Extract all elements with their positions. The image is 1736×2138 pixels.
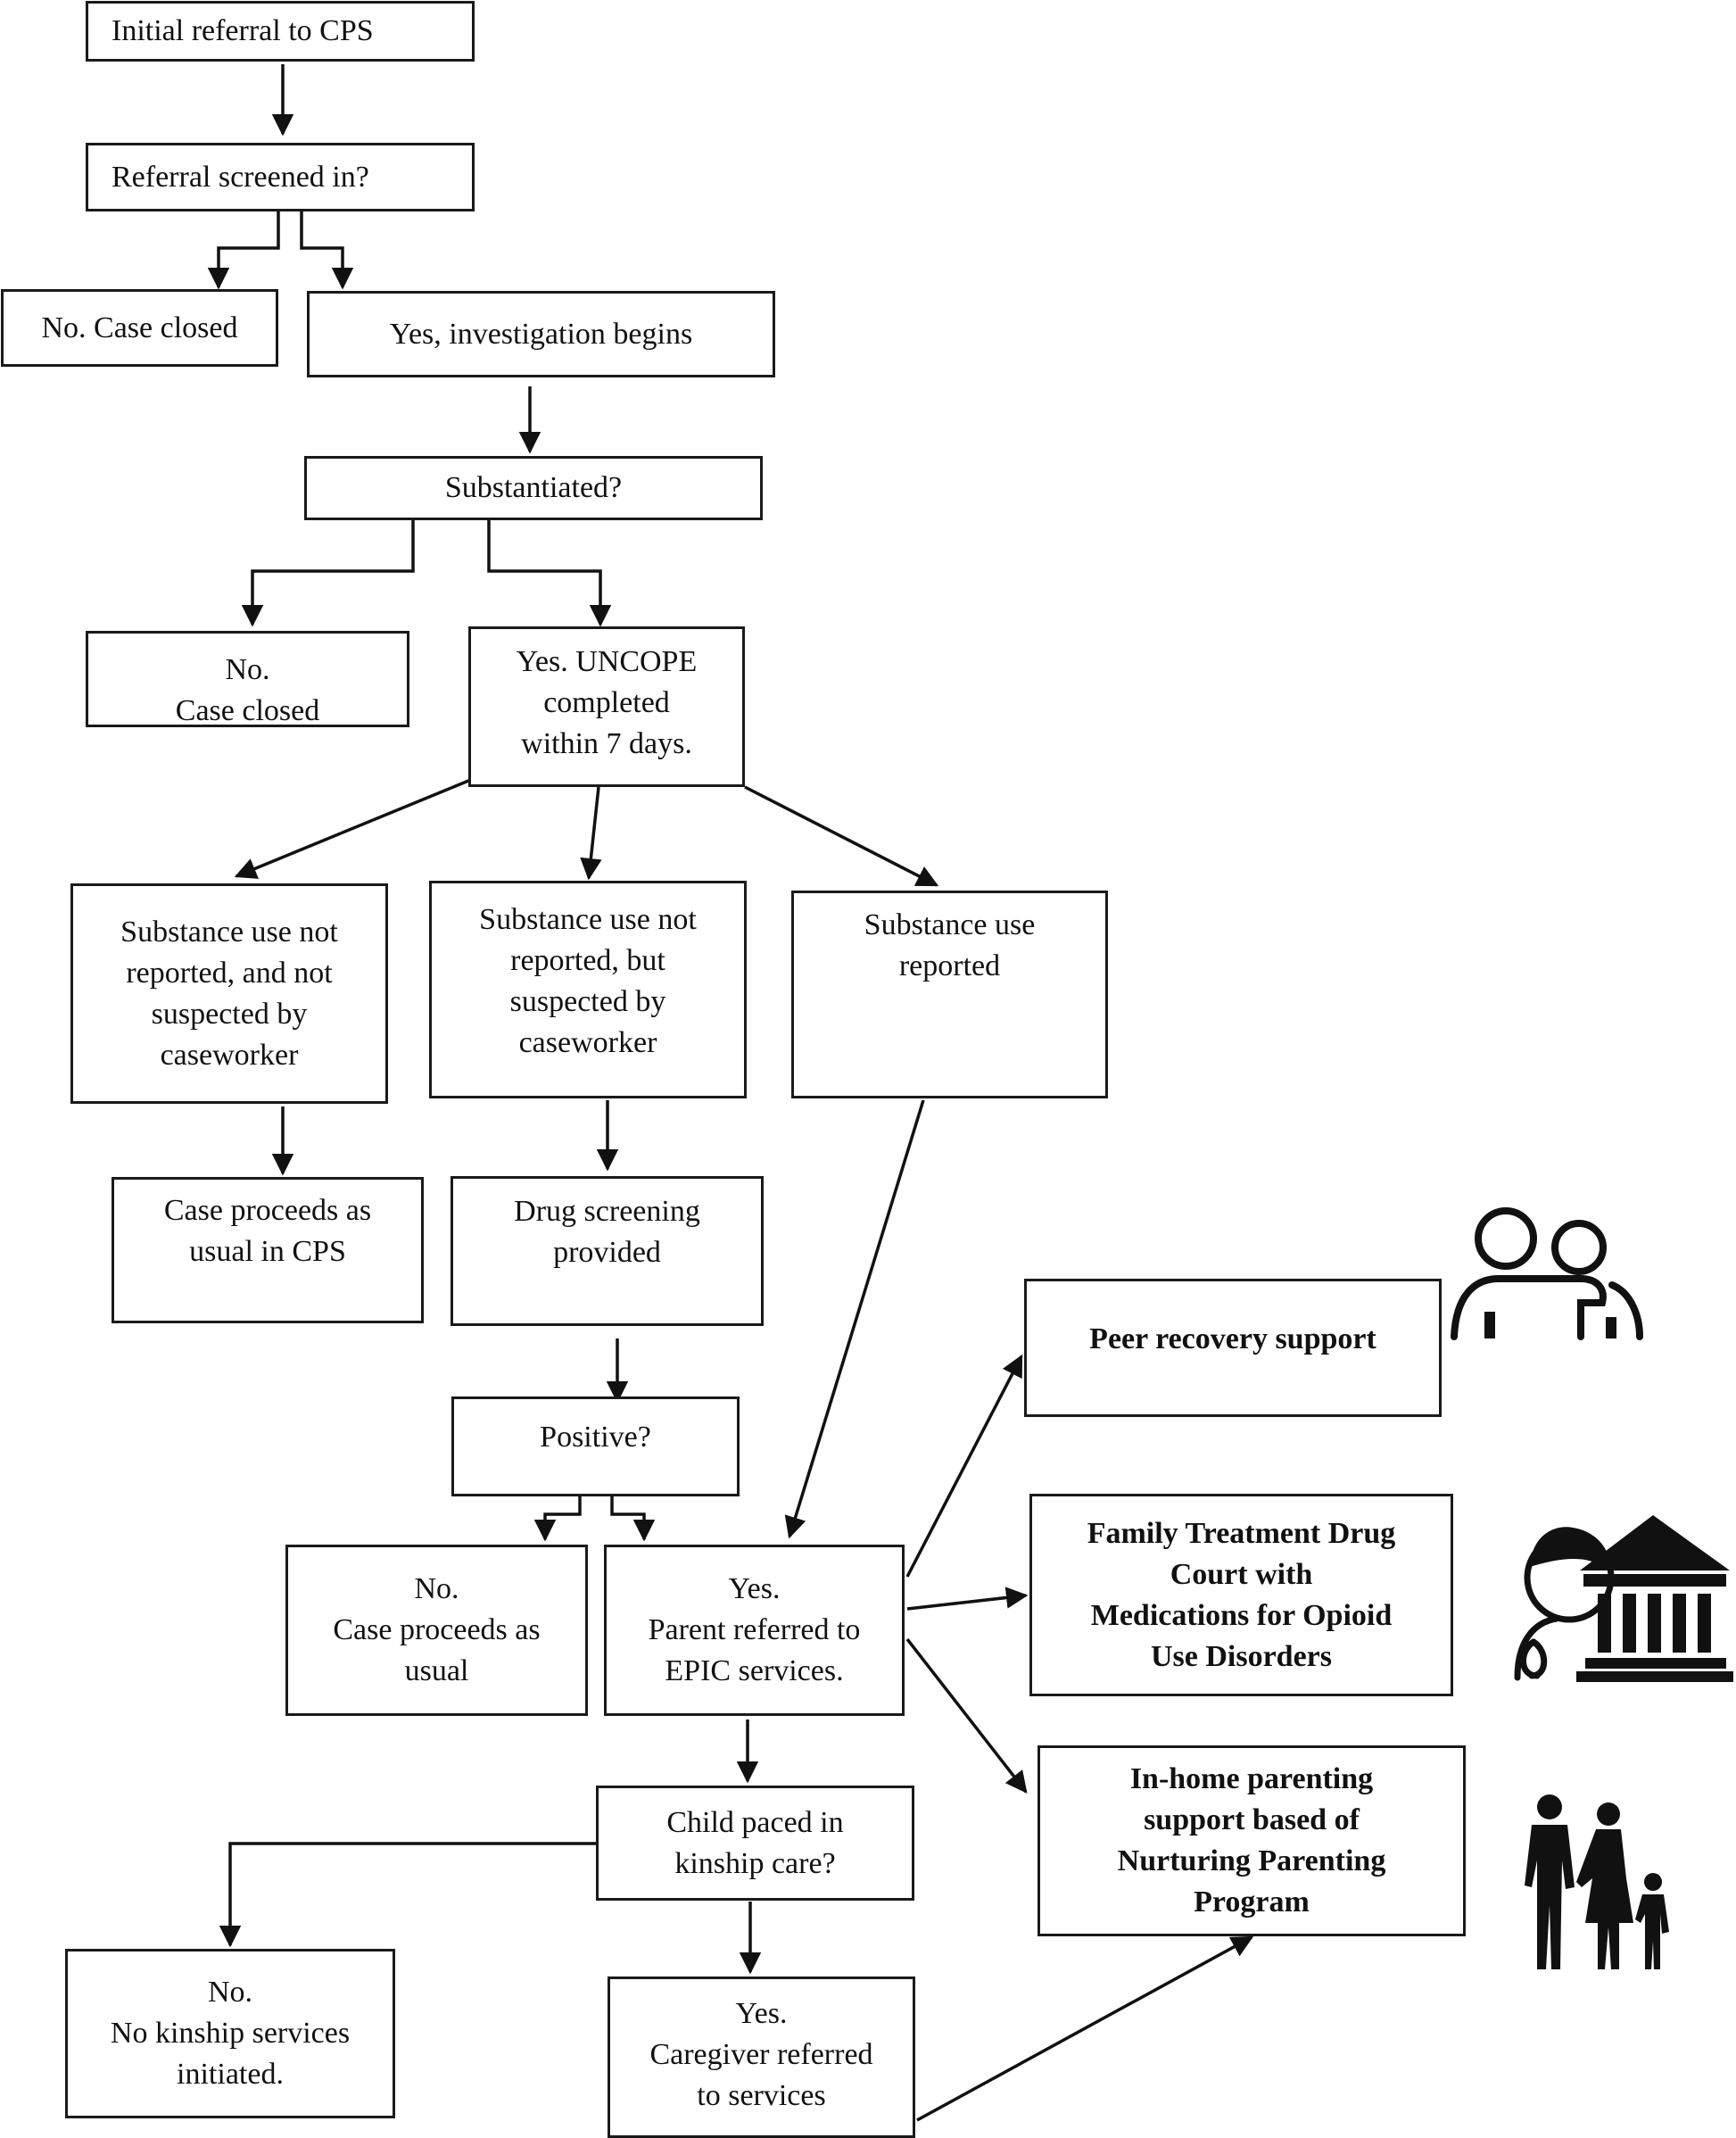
node-not-reported-not-suspected: Substance use not reported, and not suspec…: [70, 883, 388, 1104]
node-substance-reported: Substance use reported: [791, 891, 1108, 1098]
node-text-line: Case proceeds as: [163, 1194, 372, 1227]
node-text-line: Medications for Opioid: [1090, 1598, 1393, 1632]
node-text-line: reported: [898, 949, 1001, 982]
node-text-line: Yes.: [728, 1572, 781, 1605]
node-peer-recovery-support: Peer recovery support: [1024, 1279, 1442, 1417]
node-text-line: Court with: [1170, 1557, 1313, 1591]
arrow-screened-to-yes: [300, 210, 354, 290]
node-positive-no: No. Case proceeds as usual: [285, 1545, 588, 1716]
arrow-kinship-to-no: [219, 1842, 596, 1948]
node-caregiver-referred: Yes. Caregiver referred to services: [608, 1976, 915, 2138]
node-text-line: Use Disorders: [1150, 1639, 1333, 1673]
node-kinship-care: Child paced in kinship care?: [596, 1786, 914, 1901]
node-not-reported-suspected: Substance use not reported, but suspected …: [429, 881, 747, 1098]
node-text-line: suspected by: [151, 997, 308, 1031]
arrow-yes-to-peer: [905, 1354, 1023, 1578]
node-case-proceeds-cps: Case proceeds as usual in CPS: [112, 1177, 424, 1323]
node-initial-referral: Initial referral to CPS: [86, 1, 475, 62]
node-text-line: initiated.: [177, 2058, 284, 2091]
node-text-line: Referral screened in?: [112, 160, 369, 194]
node-text-line: Case closed: [175, 694, 320, 727]
node-text-line: usual: [404, 1654, 469, 1687]
node-text-line: Child paced in: [666, 1805, 844, 1839]
node-text-line: No.: [225, 653, 270, 686]
node-screened-no: No. Case closed: [1, 289, 278, 367]
node-kinship-no: No. No kinship services initiated.: [65, 1949, 395, 2118]
node-uncope: Yes. UNCOPE completed within 7 days.: [468, 626, 745, 787]
node-text-line: reported, but: [510, 944, 665, 977]
node-text-line: Yes, investigation begins: [389, 317, 693, 351]
arrow-caregiver-to-parenting: [916, 1935, 1254, 2122]
node-text-line: reported, and not: [126, 956, 333, 990]
node-text-line: Family Treatment Drug: [1087, 1516, 1396, 1550]
node-text-line: Caregiver referred: [649, 2038, 873, 2071]
node-text-line: Nurturing Parenting: [1117, 1844, 1386, 1877]
node-text-line: Initial referral to CPS: [112, 14, 374, 47]
node-text-line: Yes.: [735, 1997, 788, 2030]
node-text-line: support based of: [1144, 1803, 1360, 1836]
node-text-line: completed: [543, 686, 670, 719]
node-substantiated: Substantiated?: [304, 456, 763, 520]
node-text-line: Program: [1194, 1885, 1310, 1918]
node-investigation-begins: Yes, investigation begins: [307, 291, 775, 377]
node-in-home-parenting: In-home parenting support based of Nurturi…: [1037, 1745, 1466, 1936]
node-text-line: Case proceeds as: [333, 1613, 541, 1646]
arrow-yes-to-court: [906, 1587, 1029, 1611]
node-text-line: Yes. UNCOPE: [516, 645, 698, 678]
node-text-line: Parent referred to: [648, 1613, 861, 1646]
node-text-line: No kinship services: [110, 2017, 351, 2050]
node-text-line: No. Case closed: [41, 311, 238, 344]
node-substantiated-no: No. Case closed: [86, 631, 409, 727]
node-text-line: Drug screening: [514, 1195, 700, 1228]
node-positive: Positive?: [451, 1396, 740, 1496]
node-referral-screened: Referral screened in?: [86, 143, 475, 211]
family-silhouette-icon: [1525, 1794, 1669, 1969]
arrow-uncope-to-left: [234, 777, 474, 879]
node-text-line: Substance use not: [120, 915, 338, 949]
doctor-courthouse-icon: [1514, 1515, 1733, 1682]
arrow-substantiated-to-yes: [487, 519, 612, 627]
node-text-line: within 7 days.: [521, 727, 692, 760]
arrow-positive-to-no: [533, 1490, 582, 1542]
arrow-substantiated-to-no: [241, 519, 415, 627]
arrow-reported-to-yes: [784, 1099, 925, 1539]
node-text-line: caseworker: [160, 1038, 299, 1072]
node-text-line: Substance use not: [479, 903, 697, 936]
node-text-line: suspected by: [509, 985, 666, 1018]
arrow-positive-to-yes: [610, 1490, 656, 1542]
node-text-line: usual in CPS: [189, 1235, 346, 1268]
node-text-line: kinship care?: [674, 1846, 836, 1880]
node-drug-screening: Drug screening provided: [451, 1176, 764, 1326]
node-parent-referred-epic: Yes. Parent referred to EPIC services.: [604, 1545, 905, 1716]
node-text-line: Substantiated?: [444, 471, 623, 504]
node-text-line: No.: [414, 1572, 459, 1605]
arrow-uncope-to-middle: [580, 786, 602, 881]
node-text-line: In-home parenting: [1129, 1762, 1374, 1795]
arrow-screened-to-no: [207, 210, 280, 290]
arrow-uncope-to-right: [744, 785, 939, 887]
peer-support-icon: [1451, 1207, 1643, 1340]
node-text-line: Substance use: [864, 908, 1036, 941]
node-text-line: EPIC services.: [665, 1654, 844, 1687]
node-text-line: provided: [553, 1236, 661, 1269]
node-text-line: Peer recovery support: [1089, 1322, 1376, 1355]
node-text-line: Positive?: [540, 1421, 651, 1454]
node-text-line: caseworker: [518, 1026, 657, 1059]
node-text-line: to services: [697, 2079, 826, 2112]
node-text-line: No.: [207, 1976, 253, 2009]
arrow-yes-to-parenting: [905, 1637, 1028, 1794]
